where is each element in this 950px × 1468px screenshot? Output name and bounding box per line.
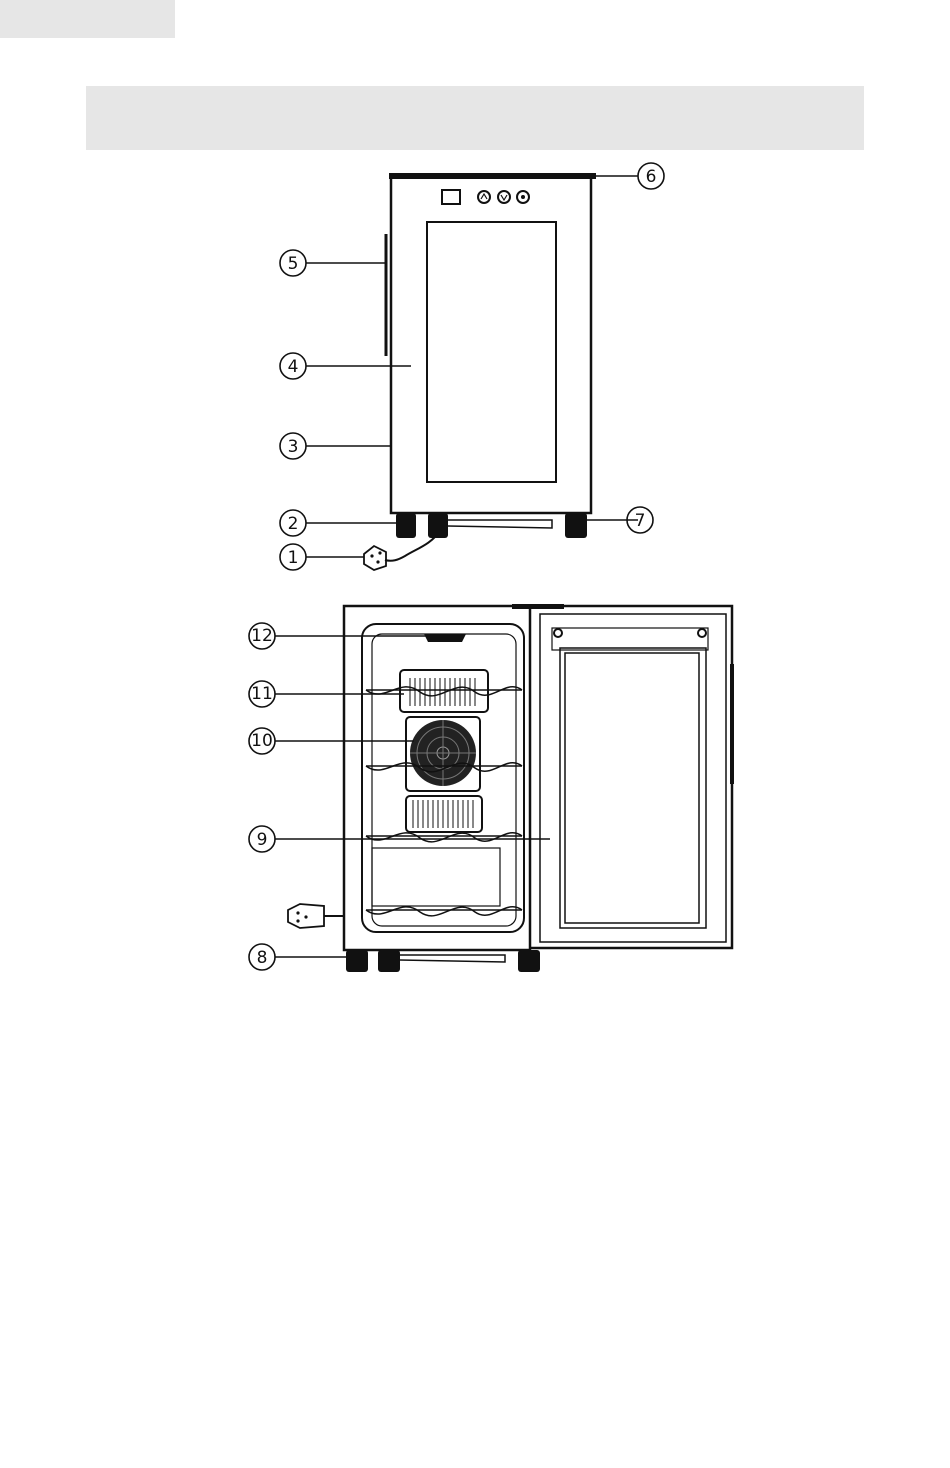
callout-3-label: 3	[288, 437, 299, 457]
callout-4-label: 4	[288, 357, 299, 377]
callout-8-label: 8	[257, 948, 268, 968]
callout-7-label: 7	[635, 511, 646, 531]
callout-10-label: 10	[251, 731, 273, 751]
control-buttons	[478, 191, 529, 203]
power-plug-icon	[364, 546, 386, 570]
open-view-cooler	[288, 604, 732, 972]
callout-11-label: 11	[251, 684, 273, 704]
callout-2-label: 2	[288, 514, 299, 534]
callout-6-label: 6	[646, 167, 657, 187]
front-view-cooler	[364, 173, 596, 570]
callout-9-label: 9	[257, 830, 268, 850]
callout-12-label: 12	[251, 626, 273, 646]
callout-1-label: 1	[288, 548, 299, 568]
open-callouts	[249, 623, 275, 970]
callout-5-label: 5	[288, 254, 299, 274]
fan-icon	[410, 720, 476, 786]
power-plug-icon	[288, 904, 324, 928]
